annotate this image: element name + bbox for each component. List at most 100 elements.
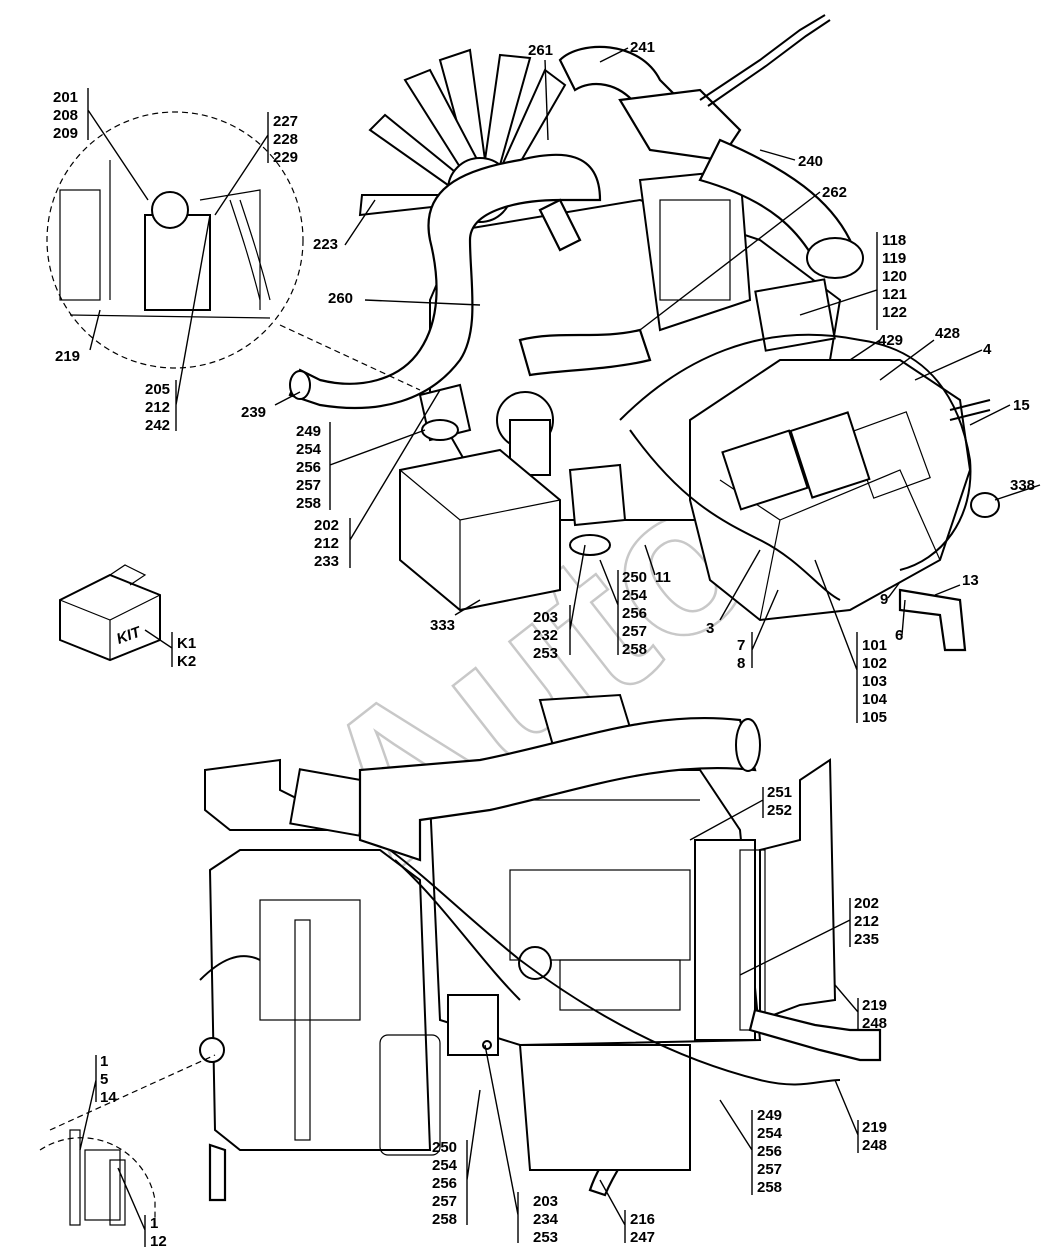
callout-104: 104 [862, 691, 888, 708]
callout-261: 261 [528, 42, 553, 59]
callout-256-lower: 256 [757, 1143, 782, 1160]
callout-257: 257 [296, 477, 321, 494]
detail-circle-bottom-left [39, 1054, 216, 1226]
callout-202: 202 [314, 517, 339, 534]
callout-249: 249 [296, 423, 321, 440]
callout-247: 247 [630, 1229, 655, 1246]
callout-241: 241 [630, 39, 655, 56]
callout-254: 254 [296, 441, 322, 458]
callout-338: 338 [1010, 477, 1035, 494]
callout-3: 3 [706, 620, 714, 637]
callout-1b: 1 [150, 1215, 158, 1232]
callout-8: 8 [737, 655, 745, 672]
callout-257b: 257 [622, 623, 647, 640]
callout-119: 119 [882, 250, 906, 267]
callout-122: 122 [882, 304, 907, 321]
callout-333: 333 [430, 617, 455, 634]
callout-labels: 201 208 209 227 228 229 219 205 212 242 … [53, 39, 1035, 1250]
callout-232: 232 [533, 627, 558, 644]
callout-219-low: 219 [862, 1119, 887, 1136]
callout-250-lower: 250 [432, 1139, 457, 1156]
hose-219-248 [748, 1008, 882, 1062]
callout-9: 9 [880, 591, 888, 608]
callout-256-lower-b: 256 [432, 1175, 457, 1192]
callout-209: 209 [53, 125, 78, 142]
callout-216: 216 [630, 1211, 655, 1228]
callout-212-lower: 212 [854, 913, 879, 930]
callout-251: 251 [767, 784, 792, 801]
callout-252: 252 [767, 802, 792, 819]
callout-258b: 258 [622, 641, 647, 658]
callout-260: 260 [328, 290, 353, 307]
callout-k1: K1 [177, 635, 196, 652]
callout-219-mid: 219 [862, 997, 887, 1014]
leader-lines [79, 47, 1041, 1247]
callout-262: 262 [822, 184, 847, 201]
callout-15: 15 [1013, 397, 1030, 414]
callout-254-lower-b: 254 [432, 1157, 458, 1174]
callout-258-lower-b: 258 [432, 1211, 457, 1228]
battery-333 [399, 448, 561, 612]
callout-208: 208 [53, 107, 78, 124]
callout-6: 6 [895, 627, 903, 644]
callout-1: 1 [100, 1053, 108, 1070]
callout-102: 102 [862, 655, 887, 672]
lower-engine-illustration [199, 693, 882, 1202]
callout-212: 212 [145, 399, 170, 416]
callout-103: 103 [862, 673, 887, 690]
callout-13: 13 [962, 572, 979, 589]
callout-11: 11 [655, 569, 671, 586]
callout-234: 234 [533, 1211, 559, 1228]
callout-14: 14 [100, 1089, 117, 1106]
callout-258: 258 [296, 495, 321, 512]
callout-203: 203 [533, 609, 558, 626]
callout-250: 250 [622, 569, 647, 586]
callout-120: 120 [882, 268, 907, 285]
callout-101: 101 [862, 637, 887, 654]
callout-254-lower: 254 [757, 1125, 783, 1142]
hose-13 [898, 588, 967, 652]
connector-338 [970, 492, 1000, 518]
callout-254b: 254 [622, 587, 648, 604]
callout-257-lower-b: 257 [432, 1193, 457, 1210]
callout-229: 229 [273, 149, 298, 166]
transmission-housing [208, 849, 432, 1151]
callout-105: 105 [862, 709, 887, 726]
callout-227: 227 [273, 113, 298, 130]
upper-engine-illustration [288, 14, 1000, 652]
callout-118: 118 [882, 232, 906, 249]
callout-429: 429 [878, 332, 903, 349]
callout-253: 253 [533, 645, 558, 662]
callout-219-top: 219 [55, 348, 80, 365]
intake-pipe-239 [288, 153, 602, 410]
callout-428: 428 [935, 325, 960, 342]
callout-240: 240 [798, 153, 823, 170]
callout-249-lower: 249 [757, 1107, 782, 1124]
callout-235: 235 [854, 931, 879, 948]
callout-201: 201 [53, 89, 78, 106]
callout-248-low: 248 [862, 1137, 887, 1154]
callout-212b: 212 [314, 535, 339, 552]
callout-202-lower: 202 [854, 895, 879, 912]
callout-223: 223 [313, 236, 338, 253]
control-unit [638, 168, 752, 332]
callout-248-mid: 248 [862, 1015, 887, 1032]
callout-228: 228 [273, 131, 298, 148]
callout-12: 12 [150, 1233, 167, 1250]
kit-box-icon: KIT [59, 564, 161, 662]
detail-circle-top-left [46, 111, 421, 391]
callout-239: 239 [241, 404, 266, 421]
callout-5: 5 [100, 1071, 108, 1088]
callout-4: 4 [983, 341, 992, 358]
callout-k2: K2 [177, 653, 196, 670]
callout-121: 121 [882, 286, 907, 303]
callout-253-lower: 253 [533, 1229, 558, 1246]
callout-203-lower: 203 [533, 1193, 558, 1210]
callout-256: 256 [296, 459, 321, 476]
callout-258-lower: 258 [757, 1179, 782, 1196]
intake-pipe-lower [358, 716, 757, 862]
callout-7: 7 [737, 637, 745, 654]
callout-205: 205 [145, 381, 170, 398]
